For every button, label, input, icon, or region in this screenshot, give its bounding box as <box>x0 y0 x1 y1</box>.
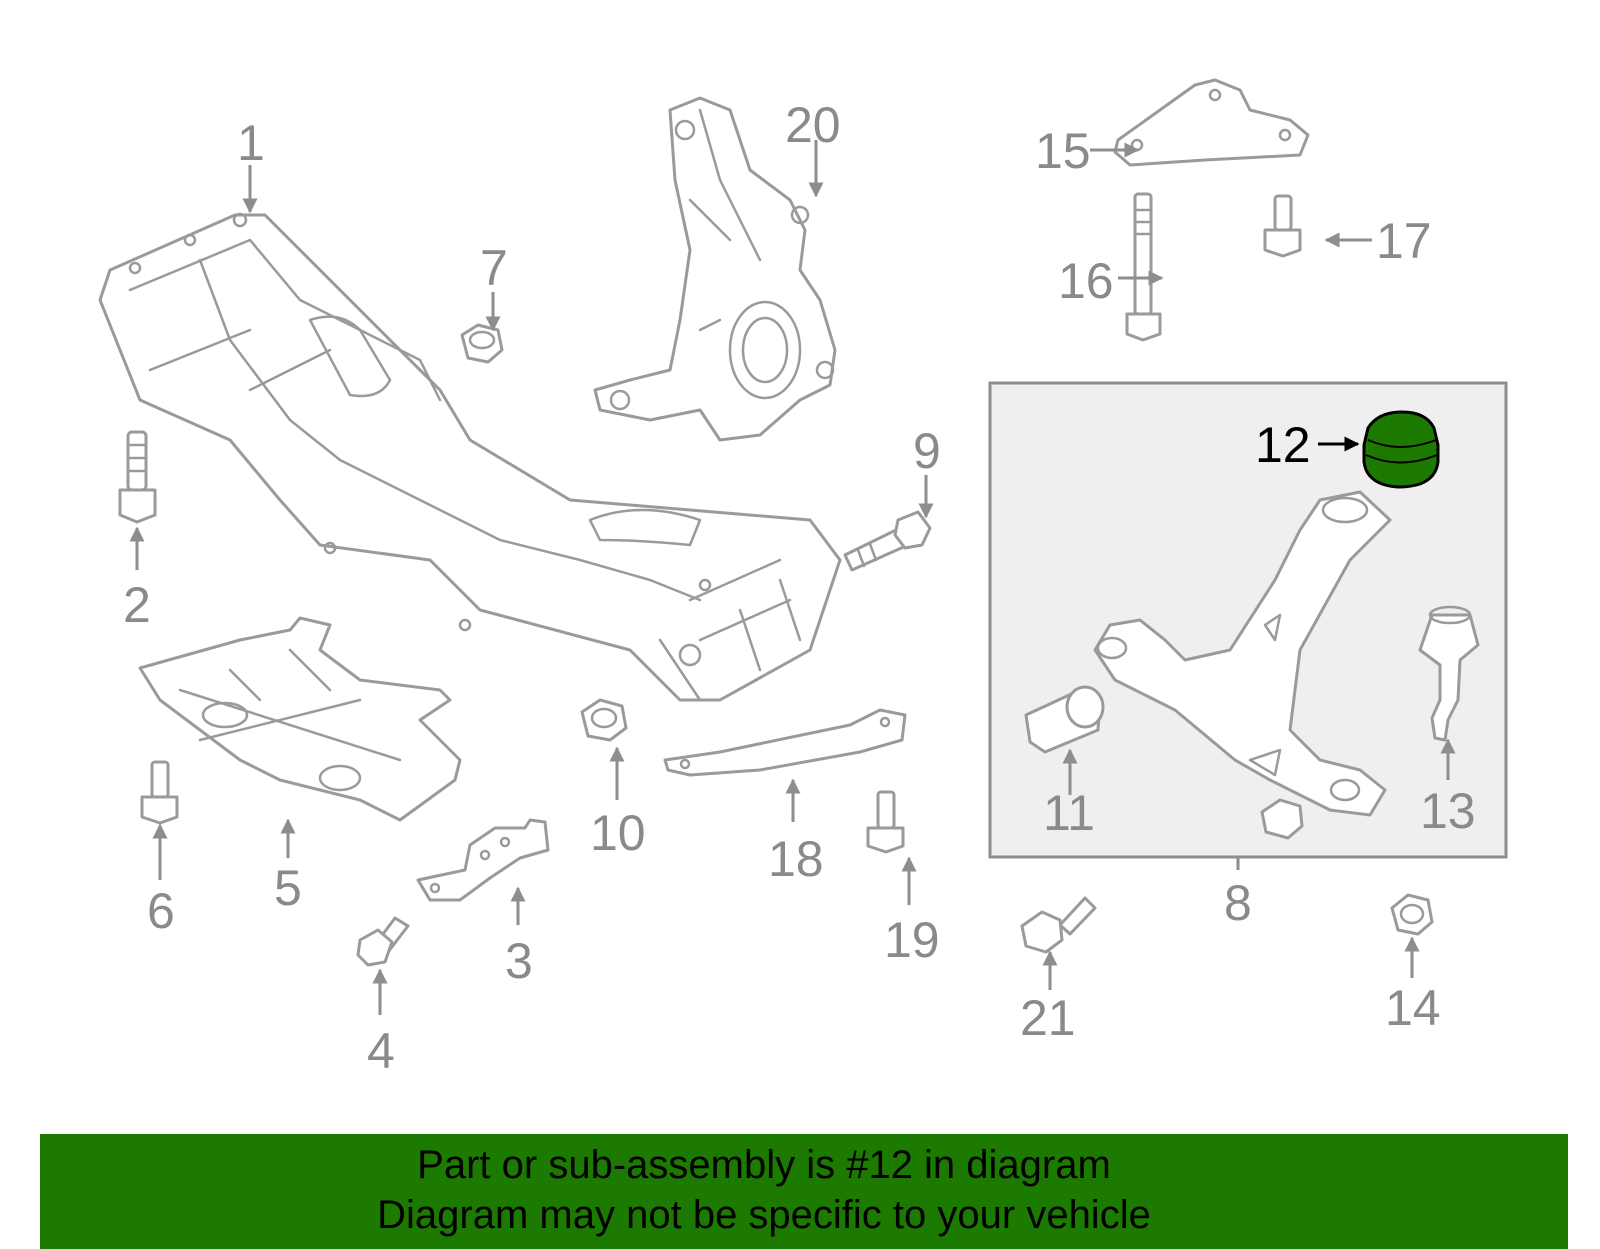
bracket-part-15[interactable] <box>1113 78 1310 167</box>
bolt-part-17[interactable] <box>1263 194 1302 258</box>
bolt-part-6[interactable] <box>140 760 179 825</box>
callout-17: 17 <box>1376 213 1432 269</box>
control-arm-part-8[interactable] <box>1093 490 1392 817</box>
callout-8: 8 <box>1224 875 1252 931</box>
callout-5: 5 <box>274 860 302 916</box>
callout-2: 2 <box>123 577 151 633</box>
bolt-part-21[interactable] <box>1020 896 1097 954</box>
callout-21: 21 <box>1020 990 1076 1046</box>
bolt-part-2[interactable] <box>118 430 157 524</box>
callout-9: 9 <box>913 423 941 479</box>
callout-4: 4 <box>367 1023 395 1079</box>
steering-knuckle-part-20[interactable] <box>593 96 837 442</box>
banner-line-1: Part or sub-assembly is #12 in diagram <box>417 1143 1111 1187</box>
nut-part-10[interactable] <box>580 698 628 742</box>
nut-part-7[interactable] <box>460 323 504 364</box>
callout-15: 15 <box>1035 123 1091 179</box>
callout-11: 11 <box>1043 785 1095 841</box>
nut-part-14[interactable] <box>1390 893 1434 936</box>
callout-1: 1 <box>237 115 265 171</box>
callout-13: 13 <box>1420 783 1476 839</box>
bolt-part-4[interactable] <box>356 916 410 967</box>
bracket-part-3[interactable] <box>416 818 550 902</box>
nut-in-assembly[interactable] <box>1260 798 1304 840</box>
bushing-part-11[interactable] <box>1024 685 1105 754</box>
banner-line-2: Diagram may not be specific to your vehi… <box>377 1193 1151 1237</box>
callout-14: 14 <box>1385 980 1441 1036</box>
bracket-part-18[interactable] <box>663 708 907 777</box>
info-banner: Part or sub-assembly is #12 in diagram D… <box>40 1134 1568 1249</box>
leader-arrows <box>129 140 1456 1015</box>
bolt-part-9[interactable] <box>843 510 932 572</box>
callout-3: 3 <box>505 933 533 989</box>
bolt-part-19[interactable] <box>866 790 905 854</box>
callout-7: 7 <box>480 240 508 296</box>
crossmember-part-1[interactable] <box>98 212 842 702</box>
callout-20: 20 <box>785 97 841 153</box>
callout-18: 18 <box>768 831 824 887</box>
callout-12: 12 <box>1255 417 1311 473</box>
callout-19: 19 <box>884 912 940 968</box>
skid-plate-part-5[interactable] <box>138 616 462 822</box>
long-bolt-part-16[interactable] <box>1125 192 1162 342</box>
callout-10: 10 <box>590 805 646 861</box>
callout-6: 6 <box>147 883 175 939</box>
callout-labels: 1 2 3 4 5 6 7 8 9 10 11 12 13 14 15 16 1… <box>123 97 1476 1079</box>
bushing-part-12-highlighted[interactable] <box>1362 410 1440 489</box>
callout-16: 16 <box>1058 253 1114 309</box>
